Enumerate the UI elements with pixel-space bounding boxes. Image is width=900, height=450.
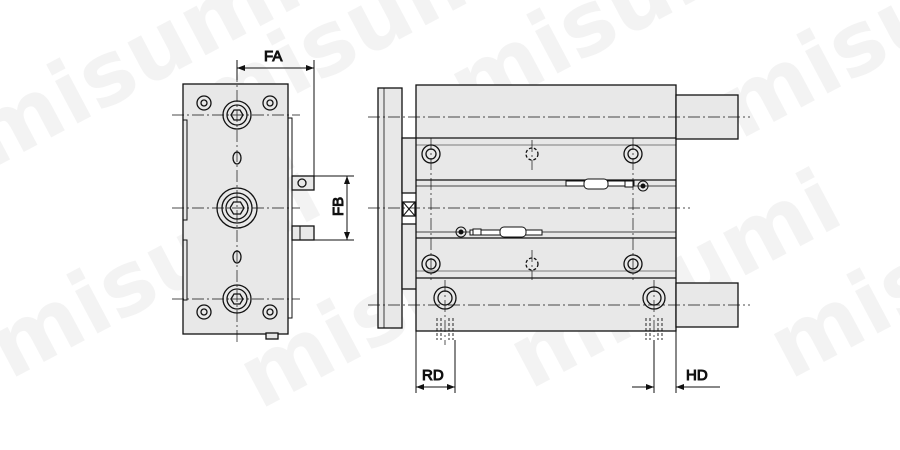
end-view (182, 83, 315, 340)
sensor-switch-top (565, 178, 649, 192)
dimension-hd: HD (632, 331, 720, 393)
bottom-tab (265, 332, 279, 340)
dimension-fb: FB (314, 175, 354, 241)
mount-hole-inner (266, 308, 274, 316)
sensor-body (499, 226, 527, 238)
mount-hole-inner (200, 99, 208, 107)
sensor-switch-bottom (455, 226, 543, 238)
hidden-thread-icon (436, 318, 454, 340)
mount-hole-inner (266, 99, 274, 107)
mount-hole-icon (262, 95, 278, 111)
sensor-screw-icon (455, 226, 467, 238)
sensor-indicator (472, 228, 482, 236)
sensor-indicator (624, 180, 634, 188)
plate-edge-step (288, 117, 293, 319)
mount-hole-icon (196, 95, 212, 111)
hidden-thread-icon (645, 318, 663, 340)
mount-hole-icon (196, 304, 212, 320)
dimension-fb-label: FB (330, 197, 347, 216)
sensor-screw-icon (637, 180, 649, 192)
mount-hole-inner (200, 308, 208, 316)
side-view (377, 84, 739, 340)
port-fitting-bottom (291, 225, 315, 241)
mount-hole-icon (262, 304, 278, 320)
plate-edge-notch (183, 239, 188, 301)
dimension-rd-label: RD (422, 367, 444, 384)
dimension-rd: RD (415, 331, 456, 393)
guide-rod-top (675, 94, 739, 140)
port-symbol-cross (402, 201, 416, 217)
sensor-body (583, 178, 609, 190)
port-hole-top (297, 178, 307, 188)
dimension-fa-label: FA (264, 48, 282, 65)
plate-edge-notch (183, 119, 188, 221)
dimension-hd-label: HD (686, 367, 708, 384)
port-fitting-top (291, 175, 315, 191)
centerlines-side-view (368, 116, 750, 345)
dimension-fa: FA (236, 48, 315, 186)
end-plate (182, 83, 289, 335)
centerlines-end-view (172, 70, 300, 345)
